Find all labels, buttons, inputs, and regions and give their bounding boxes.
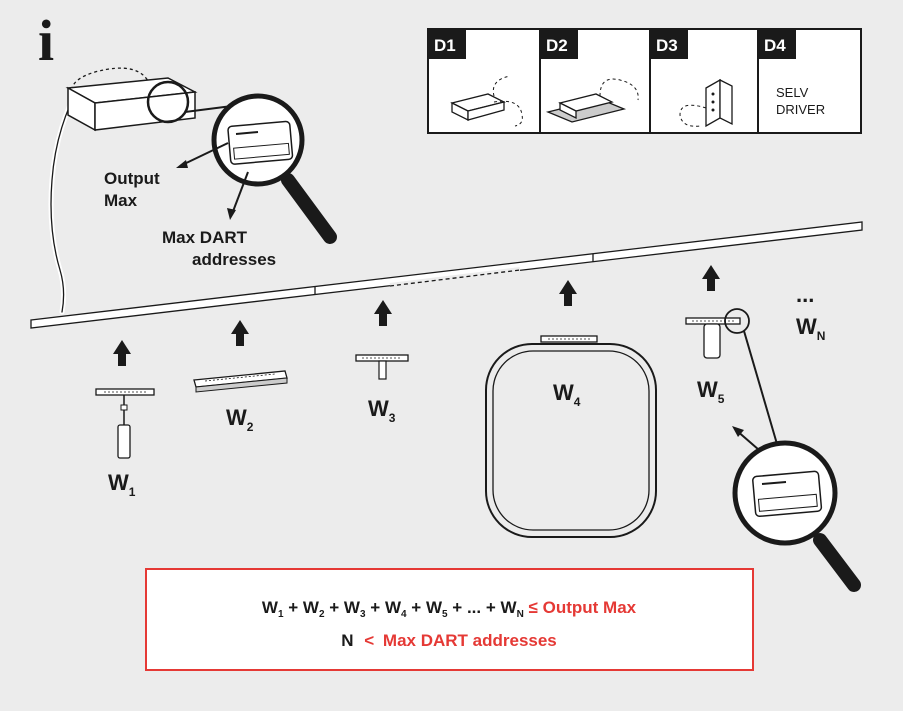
driver-type-d4: D4 SELV DRIVER: [758, 29, 825, 117]
luminaire-w4: [485, 335, 657, 538]
svg-text:D4: D4: [764, 36, 786, 55]
info-icon: i: [38, 8, 54, 73]
formula-line-2: N < Max DART addresses: [341, 631, 557, 650]
formula-line-1: W1 + W2 + W3 + W4 + W5 + ... + WN ≤ Outp…: [262, 598, 637, 621]
mount-arrows: [113, 265, 720, 366]
luminaire-w3: [355, 354, 409, 380]
luminaire-w1: [95, 388, 155, 459]
luminaire-w5: [685, 308, 750, 359]
driver-unit: [48, 67, 198, 315]
max-dart-label: Max DART addresses: [162, 228, 276, 269]
svg-text:D2: D2: [546, 36, 568, 55]
magnifier-bottom-icon: [732, 330, 861, 592]
track-rail: [30, 221, 863, 329]
svg-text:SELV: SELV: [776, 85, 809, 100]
label-w3: W3: [368, 396, 396, 425]
driver-type-d3: D3: [650, 29, 733, 128]
label-w2: W2: [226, 405, 254, 434]
label-wn: WN: [796, 314, 825, 343]
callout-arrows: [176, 142, 249, 220]
driver-types-panel: D1 D2 D3 D4 SELV D: [427, 28, 862, 134]
output-max-label: Output Max: [104, 169, 164, 210]
luminaire-w2: [193, 370, 288, 393]
formula-box: W1 + W2 + W3 + W4 + W5 + ... + WN ≤ Outp…: [145, 568, 754, 671]
label-ellipsis: ...: [796, 282, 814, 307]
label-w4: W4: [553, 380, 581, 409]
magnifier-top-icon: [184, 93, 337, 244]
label-w5: W5: [697, 377, 725, 406]
label-w1: W1: [108, 470, 136, 499]
driver-type-d1: D1: [428, 29, 523, 127]
svg-text:DRIVER: DRIVER: [776, 102, 825, 117]
driver-type-d2: D2: [540, 29, 639, 123]
svg-text:D1: D1: [434, 36, 456, 55]
svg-text:D3: D3: [656, 36, 678, 55]
